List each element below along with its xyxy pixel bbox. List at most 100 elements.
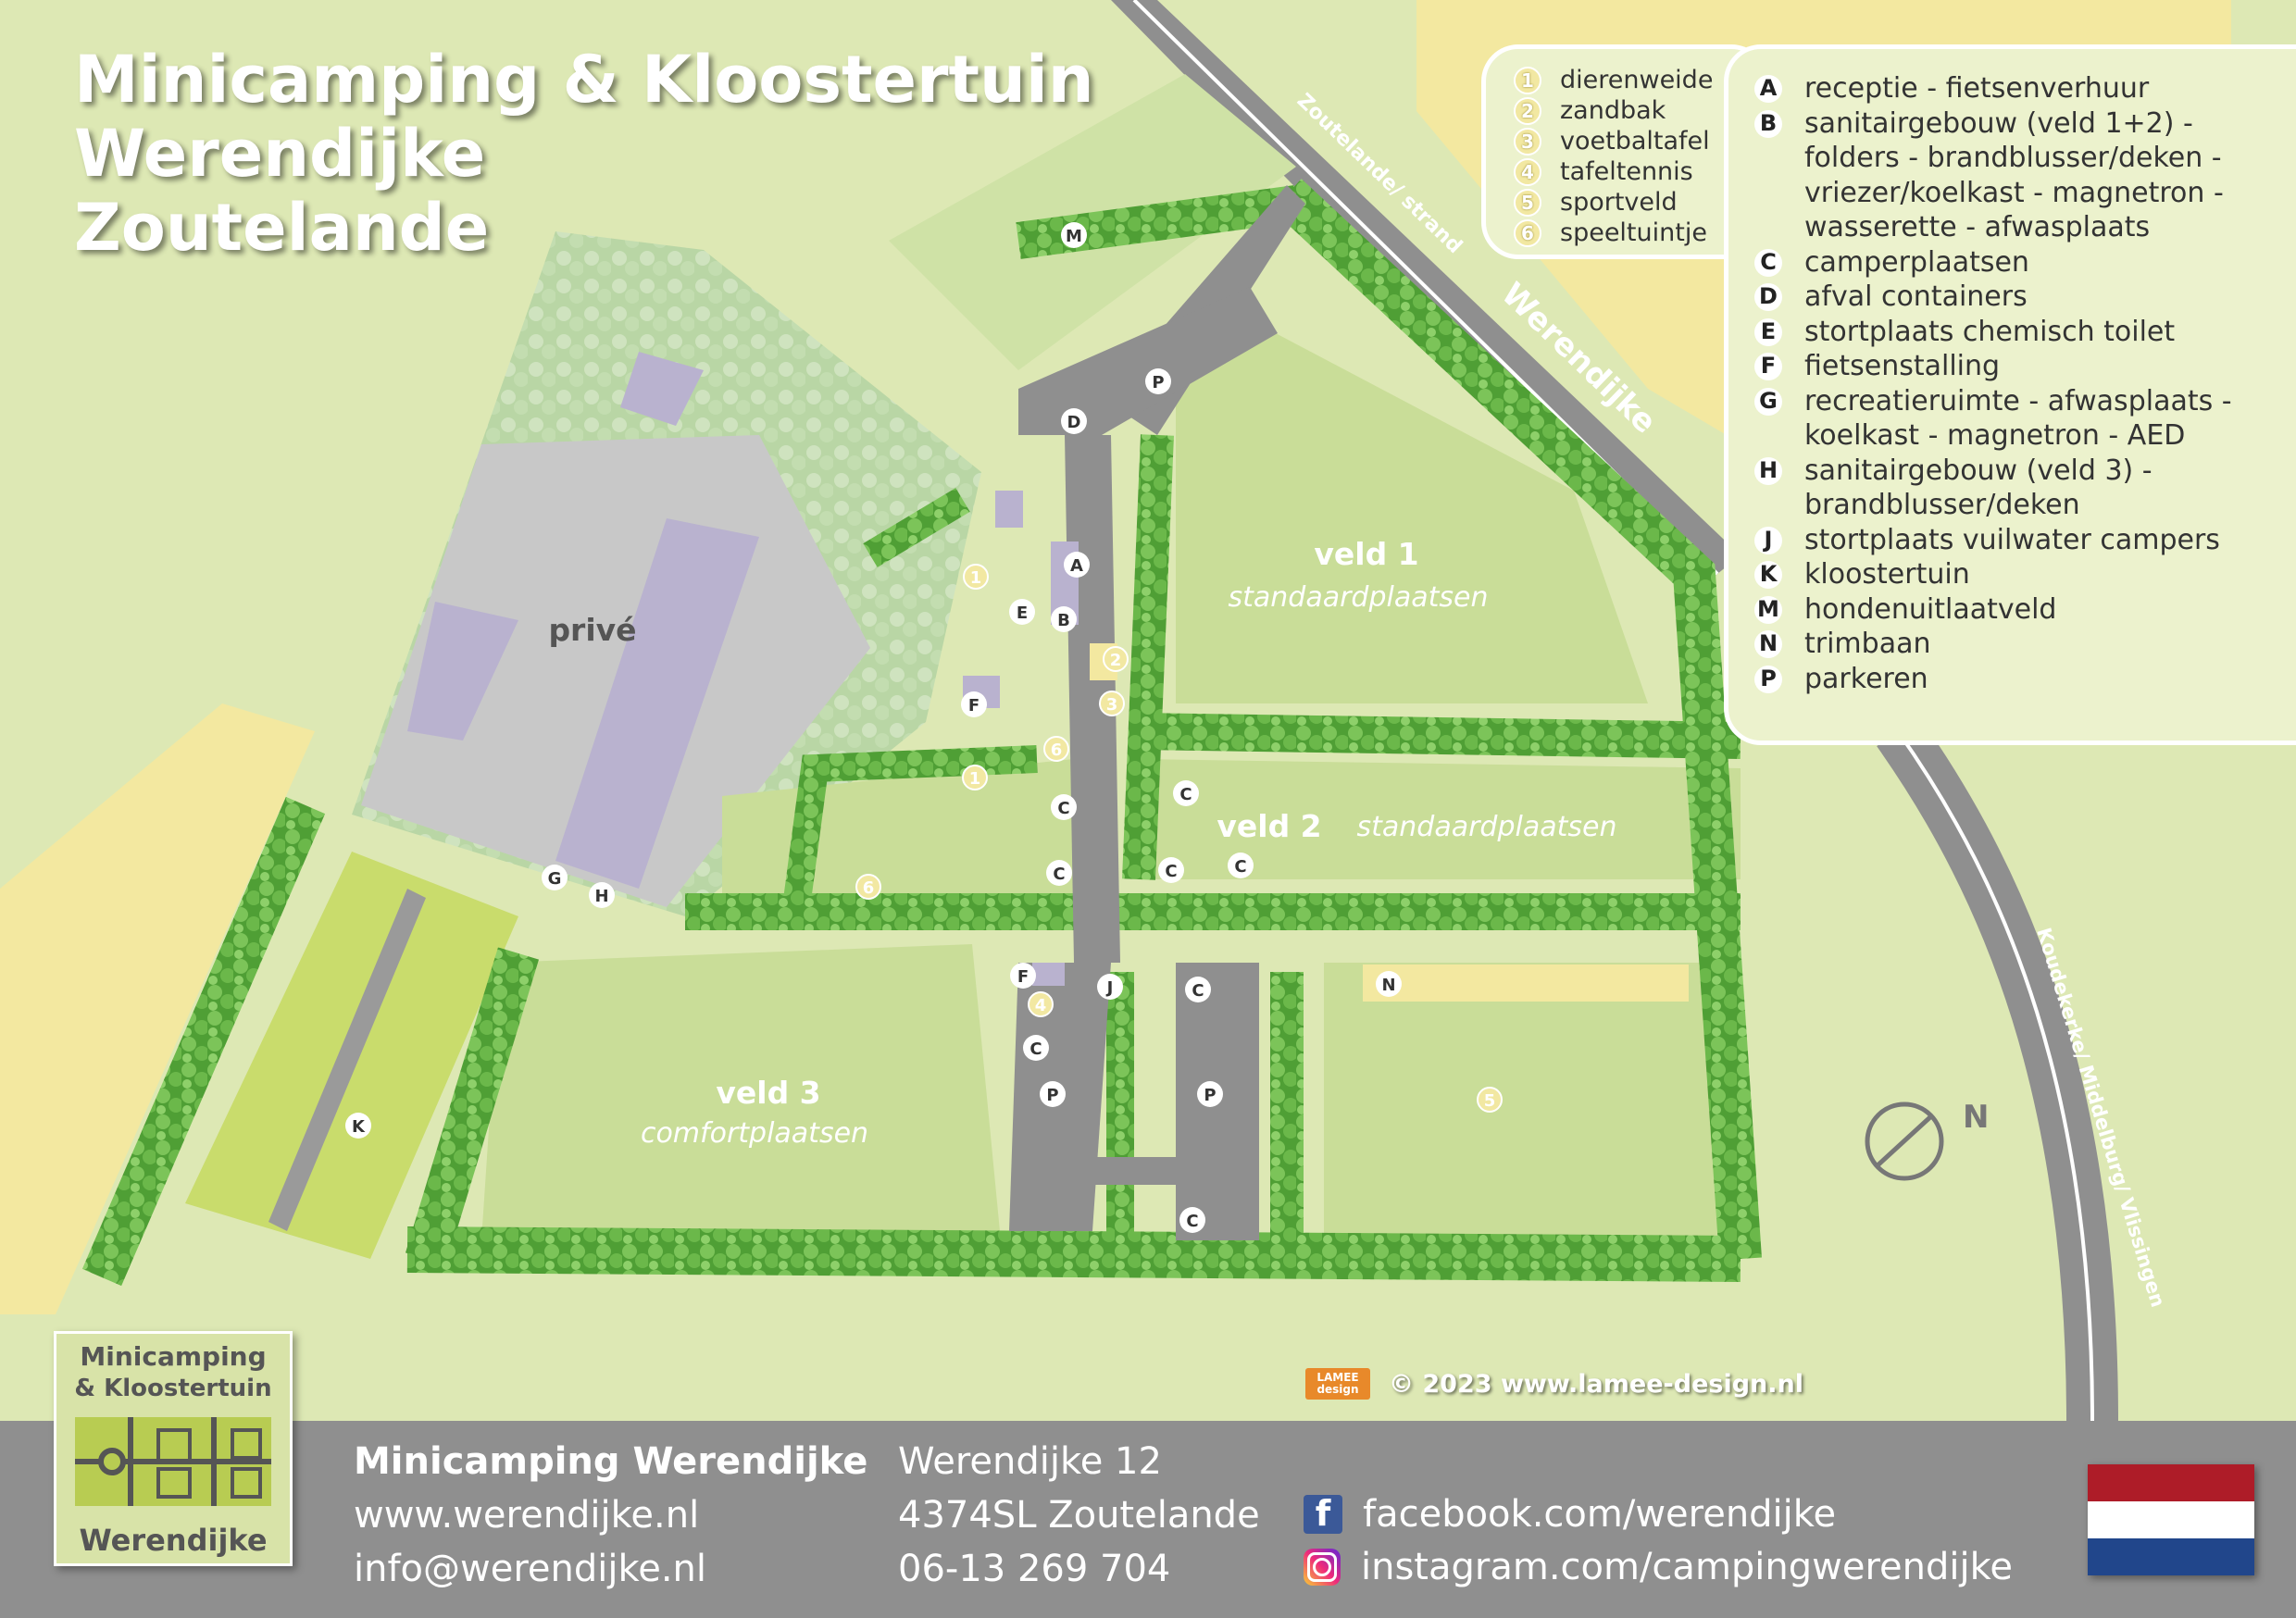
facebook-row[interactable]: f facebook.com/werendijke [1304,1493,1836,1536]
svg-text:P: P [1152,373,1164,392]
marker-c-1[interactable]: C [1051,794,1077,820]
marker-c-8[interactable]: C [1179,1207,1205,1233]
legend-letter: N [1754,630,1782,658]
instagram-link[interactable]: instagram.com/campingwerendijke [1361,1546,2013,1588]
veld-2 [1139,759,1741,879]
legend-letter: P [1754,665,1782,693]
legend-letter: G [1754,387,1782,416]
compass-north: N [1963,1099,1989,1136]
svg-text:3: 3 [1106,695,1118,715]
marker-n[interactable]: N [1376,971,1402,997]
footer-phone[interactable]: 06-13 269 704 [898,1548,1171,1590]
marker-f-bottom[interactable]: F [1010,963,1036,989]
marker-p-2[interactable]: P [1197,1081,1223,1107]
compass-icon: N [1865,1099,1989,1181]
facility-number: 4 [1514,157,1541,186]
marker-c-2[interactable]: C [1173,780,1199,806]
svg-text:1: 1 [970,568,982,588]
hedge-far-west [81,796,326,1287]
footer-name: Minicamping Werendijke [354,1435,867,1488]
marker-m[interactable]: M [1061,222,1087,248]
hedge-inner-4 [863,488,970,567]
road-koudekerke-line [1896,729,2094,1422]
svg-text:C: C [1029,1039,1042,1059]
legend-text: parkeren [1804,662,1928,695]
legend-letter: B [1754,109,1782,138]
marker-5[interactable]: 5 [1477,1087,1503,1113]
marker-a[interactable]: A [1064,552,1090,578]
marker-d[interactable]: D [1061,408,1087,434]
marker-e[interactable]: E [1009,599,1035,625]
legend-text: kloostertuin [1804,558,1970,591]
copyright: LAMEE design © 2023 www.lamee-design.nl [1305,1368,1803,1400]
hedge-field2-top [1138,713,1741,759]
facility-label: speeltuintje [1560,218,1707,247]
svg-text:6: 6 [863,878,875,898]
veld3-sub: comfortplaatsen [641,1117,868,1150]
marker-k[interactable]: K [345,1113,371,1139]
legend-text: camperplaatsen [1804,245,2029,279]
page-title: Minicamping & Kloostertuin Werendijke Zo… [74,43,1094,265]
badge-line-1: Minicamping [80,1341,267,1372]
legend-text: hondenuitlaatveld [1804,592,2057,626]
marker-1-a[interactable]: 1 [963,564,989,590]
facebook-link[interactable]: facebook.com/werendijke [1363,1493,1837,1536]
legend-text: stortplaats vuilwater campers [1804,523,2220,556]
marker-c-7[interactable]: C [1023,1035,1049,1061]
marker-b[interactable]: B [1051,606,1077,632]
facility-number: 6 [1514,218,1541,247]
legend-letter: J [1754,526,1782,554]
hedge-outer-east [1272,179,1762,1261]
marker-c-6[interactable]: C [1185,977,1211,1002]
marker-f-top[interactable]: F [961,691,987,717]
facility-label: dierenweide [1560,66,1714,94]
legend-text: recreatieruimte - afwasplaats - koelkast… [1804,384,2232,453]
marker-c-5[interactable]: C [1228,853,1254,878]
legend-text: afval containers [1804,280,2028,313]
marker-6-a[interactable]: 6 [1043,736,1069,762]
dutch-flag-icon[interactable] [2088,1464,2254,1575]
prive-label: privé [548,612,636,648]
marker-1-b[interactable]: 1 [962,765,988,790]
number-markers: 1 1 2 3 4 5 6 6 [855,564,1503,1113]
marker-j[interactable]: J [1097,974,1123,1000]
instagram-row[interactable]: instagram.com/campingwerendijke [1304,1546,2013,1588]
marker-4[interactable]: 4 [1028,991,1054,1017]
veld3-name: veld 3 [716,1075,820,1111]
svg-text:C: C [1179,785,1192,804]
lamee-logo-icon: LAMEE design [1305,1368,1370,1400]
veld-1 [1176,315,1648,703]
svg-text:H: H [594,887,608,906]
footer-email-link[interactable]: info@werendijke.nl [354,1548,707,1590]
marker-2[interactable]: 2 [1103,646,1129,672]
marker-6-b[interactable]: 6 [855,874,881,900]
marker-p-1[interactable]: P [1040,1081,1066,1107]
marker-c-4[interactable]: C [1158,857,1184,883]
svg-text:C: C [1186,1212,1198,1231]
svg-text:C: C [1192,981,1204,1001]
facility-number: 5 [1514,188,1541,217]
logo-badge: Minicamping & Kloostertuin Werendijke [54,1331,293,1566]
marker-g[interactable]: G [542,865,568,890]
facility-item: 6 speeltuintje [1514,218,1713,248]
footer-street: Werendijke 12 [898,1440,1162,1483]
facility-label: voetbaltafel [1560,127,1710,156]
hedge-west [405,947,540,1265]
marker-p-top[interactable]: P [1145,368,1171,394]
marker-3[interactable]: 3 [1099,691,1125,716]
legend-letter: K [1754,561,1782,589]
marker-c-3[interactable]: C [1046,860,1072,886]
footer-website-link[interactable]: www.werendijke.nl [354,1494,700,1537]
footer-city-row: 4374SL Zoutelande [898,1488,1260,1542]
flag-stripe-red [2088,1464,2254,1501]
marker-h[interactable]: H [589,882,615,908]
footer-city: 4374SL Zoutelande [898,1494,1260,1537]
svg-text:C: C [1165,862,1177,881]
